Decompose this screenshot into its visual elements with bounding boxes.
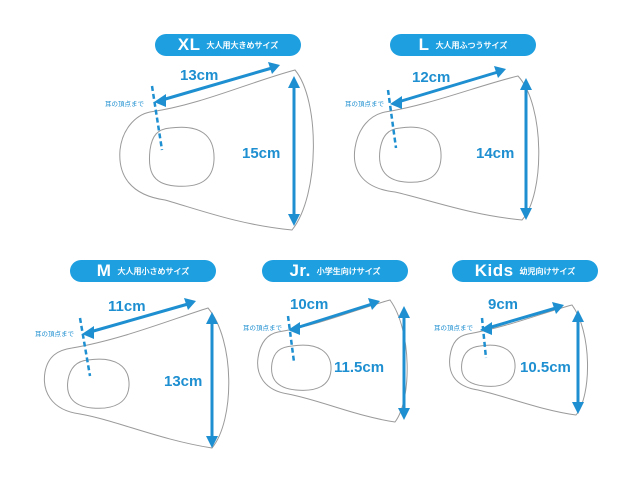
size-label: M	[96, 261, 112, 280]
width-arrow	[396, 70, 500, 104]
ear-note: 耳の頂点まで	[345, 101, 384, 108]
ear-note: 耳の頂点まで	[243, 325, 282, 332]
width-arrow	[88, 302, 190, 334]
width-label: 10cm	[290, 296, 329, 313]
height-label: 13cm	[164, 373, 203, 390]
ear-hole	[148, 126, 215, 187]
width-label: 13cm	[180, 67, 219, 84]
height-label: 10.5cm	[520, 359, 571, 376]
size-badge-kids: Kids 幼児向けサイズ	[452, 260, 598, 282]
size-label: Jr.	[289, 261, 311, 280]
ear-line	[150, 85, 164, 151]
ear-hole	[379, 126, 442, 183]
ear-hole	[271, 344, 332, 391]
ear-note: 耳の頂点まで	[35, 331, 74, 338]
ear-note: 耳の頂点まで	[105, 101, 144, 108]
size-badge-jr: Jr. 小学生向けサイズ	[262, 260, 408, 282]
width-label: 12cm	[412, 69, 451, 86]
mask-outline	[119, 69, 314, 231]
ear-line	[386, 89, 398, 149]
width-label: 11cm	[108, 298, 146, 315]
size-description: 大人用小さめサイズ	[117, 266, 190, 276]
height-label: 14cm	[476, 145, 515, 162]
mask-outline	[353, 75, 540, 221]
size-label: Kids	[474, 261, 514, 280]
height-label: 15cm	[242, 145, 281, 162]
ear-hole	[461, 344, 516, 387]
width-arrow	[160, 66, 274, 102]
width-arrow	[486, 306, 558, 330]
size-badge-xl: XL 大人用大きめサイズ	[155, 34, 301, 56]
ear-line	[480, 317, 488, 359]
size-label: L	[418, 35, 430, 54]
width-arrow-head	[268, 62, 280, 74]
width-arrow	[294, 302, 374, 330]
ear-line	[78, 317, 92, 377]
size-description: 小学生向けサイズ	[316, 266, 381, 276]
size-badge-l: L 大人用ふつうサイズ	[390, 34, 536, 56]
height-label: 11.5cm	[334, 359, 385, 376]
size-description: 大人用ふつうサイズ	[435, 40, 508, 50]
size-badge-m: M 大人用小さめサイズ	[70, 260, 216, 282]
ear-note: 耳の頂点まで	[434, 325, 473, 332]
size-description: 大人用大きめサイズ	[206, 40, 279, 50]
size-label: XL	[177, 35, 201, 54]
size-description: 幼児向けサイズ	[519, 266, 576, 276]
mask-outline	[43, 307, 230, 449]
ear-hole	[67, 358, 130, 409]
width-label: 9cm	[488, 296, 519, 313]
